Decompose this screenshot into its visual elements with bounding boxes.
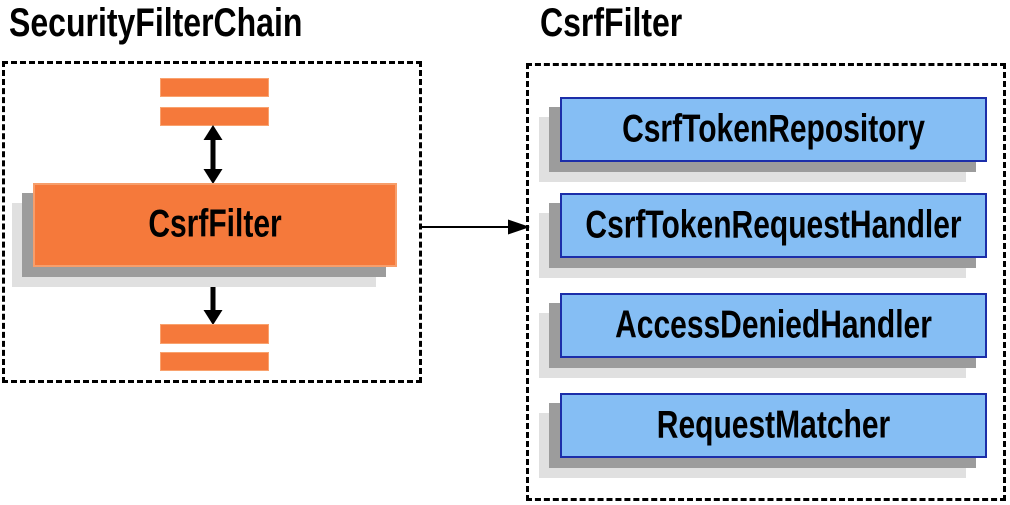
csrf-filter-title: CsrfFilter	[540, 0, 683, 44]
csrf-token-request-handler-node: CsrfTokenRequestHandler	[539, 193, 987, 278]
request-matcher-box: RequestMatcher	[560, 393, 987, 458]
security-filter-chain-container	[2, 61, 422, 383]
csrf-filter-node: CsrfFilter	[12, 183, 397, 287]
security-filter-chain-title: SecurityFilterChain	[9, 0, 303, 44]
csrf-token-repository-box: CsrfTokenRepository	[560, 97, 987, 162]
filter-placeholder-bar	[160, 107, 269, 126]
request-matcher-node: RequestMatcher	[539, 393, 987, 478]
csrf-filter-box-label: CsrfFilter	[148, 202, 282, 246]
csrf-filter-box: CsrfFilter	[33, 183, 397, 267]
bidirectional-arrow-icon	[203, 125, 223, 184]
request-matcher-label: RequestMatcher	[656, 403, 891, 447]
filter-placeholder-bar	[160, 352, 269, 371]
csrf-token-repository-label: CsrfTokenRepository	[622, 107, 925, 151]
csrf-token-request-handler-box: CsrfTokenRequestHandler	[560, 193, 987, 258]
filter-placeholder-bar	[160, 78, 269, 97]
access-denied-handler-label: AccessDeniedHandler	[615, 303, 932, 347]
access-denied-handler-box: AccessDeniedHandler	[560, 293, 987, 358]
csrf-filter-container	[526, 63, 1006, 501]
csrf-token-request-handler-label: CsrfTokenRequestHandler	[585, 203, 962, 247]
csrf-token-repository-node: CsrfTokenRepository	[539, 97, 987, 182]
access-denied-handler-node: AccessDeniedHandler	[539, 293, 987, 378]
flow-arrow-icon	[421, 219, 530, 235]
filter-placeholder-bar	[160, 324, 269, 344]
